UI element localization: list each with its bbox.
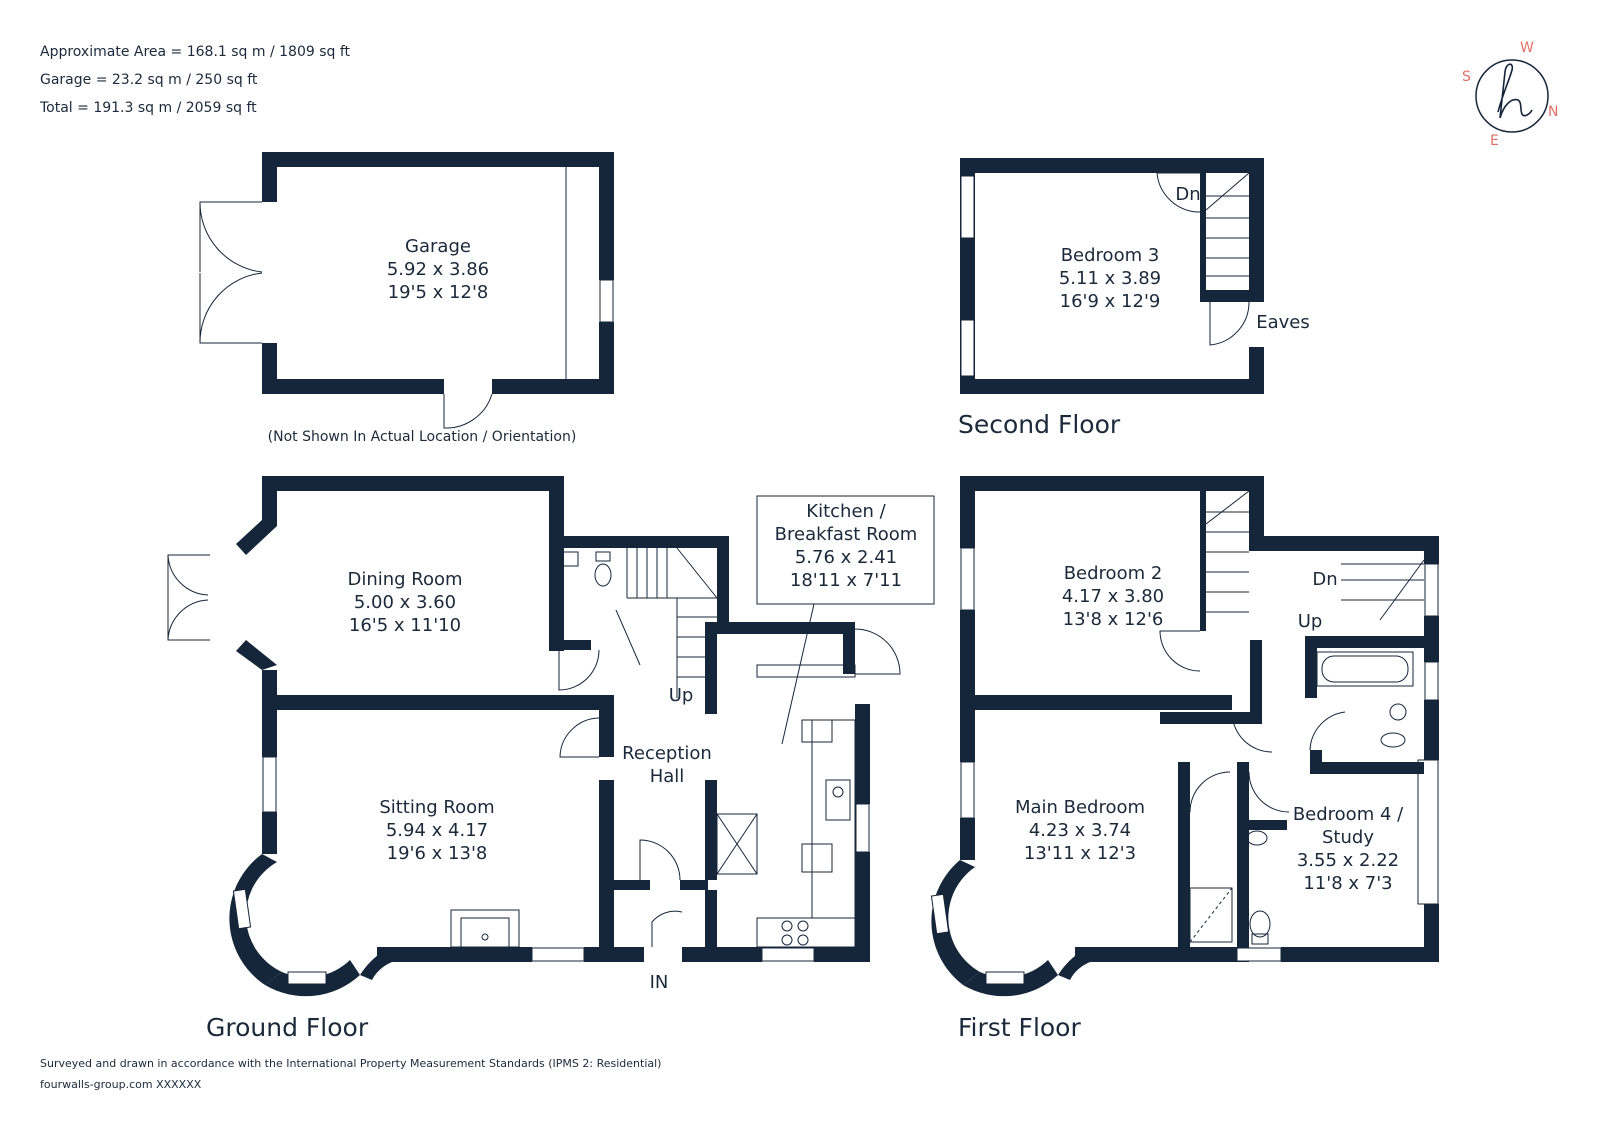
- stairs-up-label: Up: [669, 685, 694, 706]
- compass-ring: [1475, 59, 1549, 133]
- kitchen-metric: 5.76 x 2.41: [795, 547, 897, 568]
- kitchen-name-line2: Breakfast Room: [775, 524, 918, 545]
- kitchen-imperial: 18'11 x 7'11: [790, 570, 902, 591]
- garage-name: Garage: [405, 236, 471, 257]
- compass-w: W: [1520, 40, 1534, 56]
- total-area-line: Total = 191.3 sq m / 2059 sq ft: [39, 100, 257, 116]
- logo-h-icon: [1497, 63, 1533, 119]
- bedroom2-imperial: 13'8 x 12'6: [1063, 609, 1164, 630]
- main-bedroom-name: Main Bedroom: [1015, 797, 1145, 818]
- reference-line: fourwalls-group.com XXXXXX: [40, 1078, 202, 1091]
- main-bedroom-metric: 4.23 x 3.74: [1029, 820, 1131, 841]
- reception-line2: Hall: [650, 766, 685, 787]
- ground-floor-plan: Kitchen / Breakfast Room 5.76 x 2.41 18'…: [167, 476, 935, 1042]
- bedroom2-metric: 4.17 x 3.80: [1062, 586, 1164, 607]
- stairs-icon: [1205, 172, 1250, 277]
- eaves-label: Eaves: [1256, 312, 1310, 333]
- garage-plan: Garage 5.92 x 3.86 19'5 x 12'8 (Not Show…: [199, 152, 614, 445]
- ensuite-fixtures-icon: [1189, 830, 1271, 945]
- second-floor-title: Second Floor: [958, 410, 1121, 439]
- sitting-imperial: 19'6 x 13'8: [387, 843, 488, 864]
- wc-icon: [559, 551, 612, 587]
- compass-e: E: [1490, 133, 1499, 149]
- stairs-icon: [626, 547, 718, 698]
- kitchen-name-line1: Kitchen /: [806, 501, 886, 522]
- stairs-down-label: Dn: [1175, 184, 1200, 205]
- sitting-name: Sitting Room: [379, 797, 494, 818]
- bedroom4-imperial: 11'8 x 7'3: [1303, 873, 1392, 894]
- dining-imperial: 16'5 x 11'10: [349, 615, 461, 636]
- second-floor-plan: Dn Eaves Bedroom 3 5.11 x 3.89 16'9 x 12…: [958, 158, 1310, 439]
- garage-area-line: Garage = 23.2 sq m / 250 sq ft: [40, 72, 258, 88]
- first-floor-plan: Up Dn Bedroom 2 4.17 x 3.80 13'8 x 12'6 …: [930, 476, 1439, 1042]
- ground-floor-title: Ground Floor: [206, 1013, 369, 1042]
- bedroom2-name: Bedroom 2: [1064, 563, 1163, 584]
- bedroom4-metric: 3.55 x 2.22: [1297, 850, 1399, 871]
- first-floor-title: First Floor: [958, 1013, 1081, 1042]
- reception-line1: Reception: [622, 743, 712, 764]
- survey-standard-note: Surveyed and drawn in accordance with th…: [40, 1057, 661, 1070]
- stairs-icon: [1205, 490, 1425, 621]
- bedroom4-name-line1: Bedroom 4 /: [1293, 804, 1404, 825]
- kitchen-label-box: Kitchen / Breakfast Room 5.76 x 2.41 18'…: [756, 495, 935, 745]
- area-line: Approximate Area = 168.1 sq m / 1809 sq …: [40, 44, 351, 60]
- entrance-label: IN: [650, 972, 669, 993]
- bedroom3-metric: 5.11 x 3.89: [1059, 268, 1161, 289]
- sitting-metric: 5.94 x 4.17: [386, 820, 488, 841]
- compass-s: S: [1462, 69, 1471, 85]
- first-stairs-up-label: Up: [1298, 611, 1323, 632]
- garage-orientation-note: (Not Shown In Actual Location / Orientat…: [268, 429, 577, 445]
- bedroom4-name-line2: Study: [1322, 827, 1374, 848]
- first-stairs-down-label: Dn: [1312, 569, 1337, 590]
- kitchen-units-icon: [716, 664, 856, 948]
- bedroom3-imperial: 16'9 x 12'9: [1060, 291, 1161, 312]
- garage-metric: 5.92 x 3.86: [387, 259, 489, 280]
- bedroom3-name: Bedroom 3: [1061, 245, 1160, 266]
- compass-logo: W S N E: [1462, 40, 1558, 149]
- garage-imperial: 19'5 x 12'8: [388, 282, 489, 303]
- compass-n: N: [1548, 104, 1558, 120]
- bathroom-fixtures-icon: [1316, 651, 1414, 748]
- main-bedroom-imperial: 13'11 x 12'3: [1024, 843, 1136, 864]
- dining-metric: 5.00 x 3.60: [354, 592, 456, 613]
- fireplace-icon: [450, 909, 520, 948]
- dining-name: Dining Room: [347, 569, 462, 590]
